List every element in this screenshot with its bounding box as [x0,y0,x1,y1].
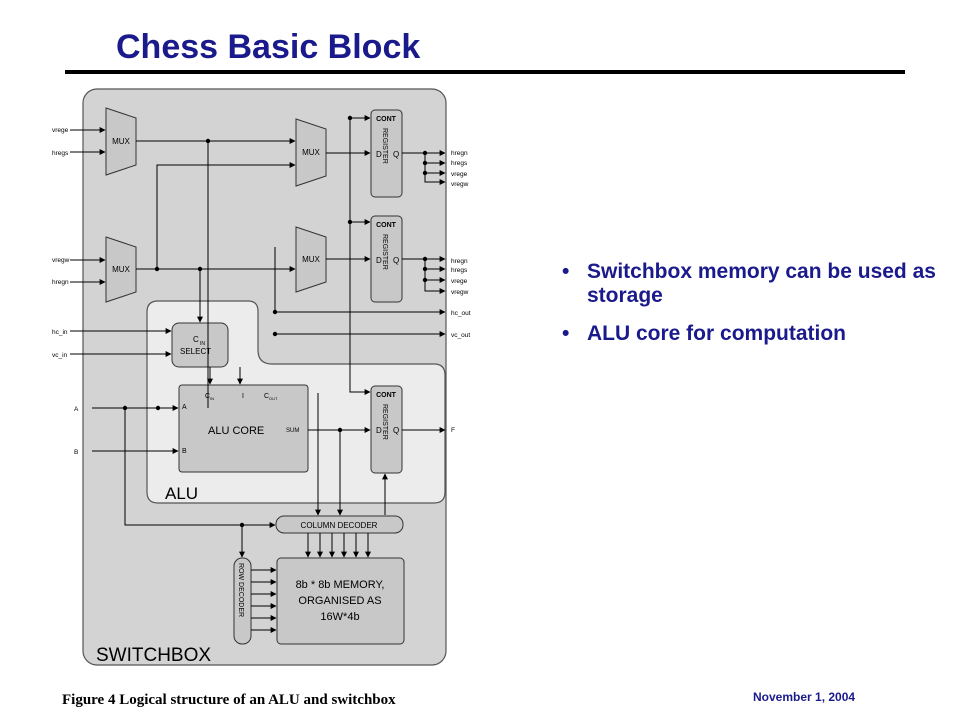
figure-caption: Figure 4 Logical structure of an ALU and… [62,692,396,708]
svg-text:8b * 8b MEMORY,: 8b * 8b MEMORY, [296,579,385,591]
svg-text:D: D [376,426,382,435]
svg-text:hregn: hregn [451,150,468,157]
alu-region-label: ALU [165,484,198,503]
svg-text:ALU CORE: ALU CORE [208,425,264,437]
register-3: CONT D Q REGISTER [370,385,403,474]
mux-3: MUX [105,236,137,303]
alu-switchbox-diagram: MUX MUX MUX MUX CONT D Q REGISTER CONT D… [52,88,471,666]
slide-title: Chess Basic Block [116,28,421,66]
svg-text:hregs: hregs [52,150,69,157]
svg-text:hregn: hregn [451,258,468,265]
svg-text:vrege: vrege [451,278,468,285]
svg-text:ORGANISED AS: ORGANISED AS [298,595,381,607]
svg-text:vregw: vregw [451,289,469,296]
svg-text:hc_in: hc_in [52,329,68,336]
svg-text:vc_in: vc_in [52,352,68,359]
mux-1: MUX [105,107,137,176]
svg-text:I: I [242,393,244,400]
junction-dots [122,115,428,528]
svg-text:MUX: MUX [302,255,320,264]
row-decoder-block: ROW DECODER [233,557,252,645]
bullet-item: ALU core for computation [560,322,940,346]
svg-text:D: D [376,256,382,265]
column-decoder-block: COLUMN DECODER [275,515,404,534]
svg-text:ROW DECODER: ROW DECODER [237,563,244,617]
register-2: CONT D Q REGISTER [370,215,403,303]
cin-select-block: C IN SELECT [171,322,229,368]
svg-text:A: A [182,404,187,411]
switchbox-label: SWITCHBOX [96,645,211,666]
svg-text:hregn: hregn [52,279,69,286]
svg-text:A: A [74,406,79,413]
svg-text:hc_out: hc_out [451,310,471,317]
svg-text:CONT: CONT [376,392,397,399]
svg-text:COLUMN DECODER: COLUMN DECODER [301,521,378,530]
input-labels: vrege hregs vregw hregn hc_in vc_in A B [52,127,79,456]
svg-text:vrege: vrege [52,127,69,134]
svg-text:MUX: MUX [112,265,130,274]
svg-text:F: F [451,427,455,434]
svg-text:C: C [193,335,199,344]
wires [70,115,446,633]
title-divider [65,70,905,74]
mux-2: MUX [295,118,327,187]
svg-text:B: B [182,448,187,455]
svg-text:OUT: OUT [269,396,278,401]
svg-text:B: B [74,449,78,456]
alu-core-block: ALU CORE SUM A B C IN I C OUT [178,384,309,473]
svg-text:Q: Q [393,150,399,159]
svg-text:hregs: hregs [451,160,468,167]
svg-text:hregs: hregs [451,267,468,274]
svg-text:MUX: MUX [302,148,320,157]
svg-text:CONT: CONT [376,222,397,229]
svg-text:SUM: SUM [286,428,299,434]
svg-text:C: C [264,393,269,400]
svg-text:vregw: vregw [451,181,469,188]
svg-text:16W*4b: 16W*4b [320,611,359,623]
svg-text:SELECT: SELECT [180,347,211,356]
svg-text:IN: IN [210,396,214,401]
output-labels: hregn hregs vrege vregw hregn hregs vreg… [451,150,471,434]
svg-text:D: D [376,150,382,159]
svg-text:Q: Q [393,426,399,435]
svg-text:MUX: MUX [112,137,130,146]
bullet-list: Switchbox memory can be used as storage … [560,260,940,360]
mux-4: MUX [295,226,327,293]
svg-text:REGISTER: REGISTER [381,128,388,164]
memory-block: 8b * 8b MEMORY, ORGANISED AS 16W*4b [276,557,405,645]
svg-text:CONT: CONT [376,116,397,123]
svg-text:REGISTER: REGISTER [381,234,388,270]
slide-date: November 1, 2004 [753,690,856,704]
svg-text:vc_out: vc_out [451,332,470,339]
register-1: CONT D Q REGISTER [370,109,403,198]
svg-text:REGISTER: REGISTER [381,404,388,440]
svg-text:IN: IN [200,341,205,347]
svg-text:Q: Q [393,256,399,265]
svg-text:vrege: vrege [451,171,468,178]
bullet-item: Switchbox memory can be used as storage [560,260,940,308]
svg-text:vregw: vregw [52,257,70,264]
